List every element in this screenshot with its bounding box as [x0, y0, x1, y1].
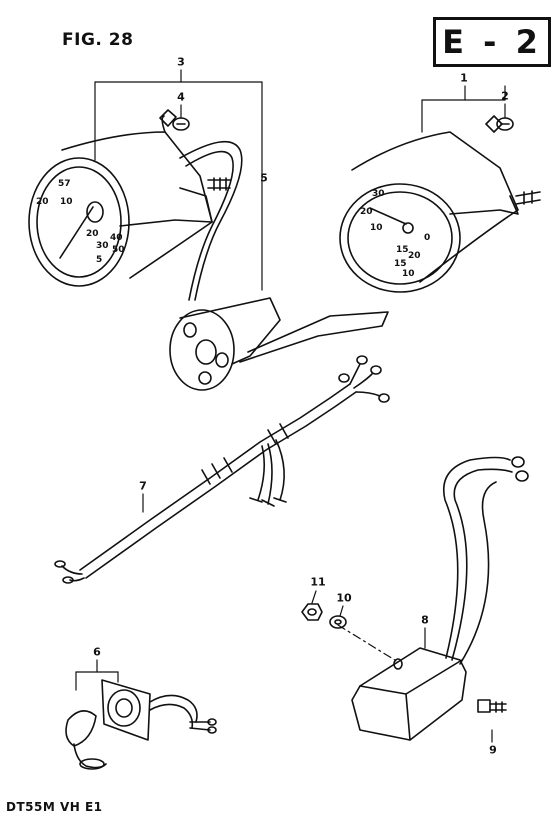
- wire-harness: [54, 355, 390, 584]
- washer: [329, 615, 347, 629]
- tach-cable: [179, 140, 243, 301]
- callout-2: 2: [501, 89, 509, 103]
- hex-nut: [301, 603, 323, 621]
- model-code: DT55M VH E1: [6, 800, 103, 814]
- right-dial-label: 20: [360, 207, 373, 217]
- callout-4: 4: [177, 90, 185, 104]
- right-dial-label: 20: [408, 251, 421, 261]
- left-dial-label: 5: [96, 255, 102, 265]
- left-dial-label: 30: [96, 241, 109, 251]
- right-dial-label: 10: [402, 269, 415, 279]
- left-dial-label: 40: [110, 233, 123, 243]
- callout-8: 8: [421, 613, 429, 627]
- section-code: E - 2: [442, 23, 542, 61]
- stop-switch: [65, 679, 217, 770]
- callout-10: 10: [336, 591, 352, 605]
- callout-11: 11: [310, 575, 326, 589]
- callout-9: 9: [489, 743, 497, 757]
- left-dial-label: 20: [86, 229, 99, 239]
- right-gauge: [339, 131, 541, 293]
- mounting-bolt: [477, 699, 507, 713]
- right-dial-label: 10: [370, 223, 383, 233]
- callout-6: 6: [93, 645, 101, 659]
- left-dial-numerals: 57 20 10 20 30 40 50 5: [36, 179, 125, 265]
- callout-7: 7: [139, 479, 147, 493]
- callout-3: 3: [177, 55, 185, 69]
- left-dial-label: 20: [36, 197, 49, 207]
- right-dial-label: 15: [394, 259, 407, 269]
- right-dial-label: 0: [424, 233, 430, 243]
- right-dial-numerals: 30 20 10 0 15 20 15 10: [360, 189, 430, 279]
- bulb-socket-left: [159, 109, 190, 131]
- bulb-socket-right: [485, 115, 514, 133]
- callout-1: 1: [460, 71, 468, 85]
- right-dial-label: 30: [372, 189, 385, 199]
- rectifier-unit: [351, 456, 529, 741]
- leader-lines: [75, 69, 506, 743]
- section-code-box: E - 2: [433, 17, 551, 67]
- left-dial-label: 10: [60, 197, 73, 207]
- connector-block: [169, 297, 389, 391]
- left-dial-label: 57: [58, 179, 71, 189]
- right-dial-label: 15: [396, 245, 409, 255]
- callout-5: 5: [260, 171, 268, 185]
- left-dial-label: 50: [112, 245, 125, 255]
- figure-title: FIG. 28: [62, 30, 134, 50]
